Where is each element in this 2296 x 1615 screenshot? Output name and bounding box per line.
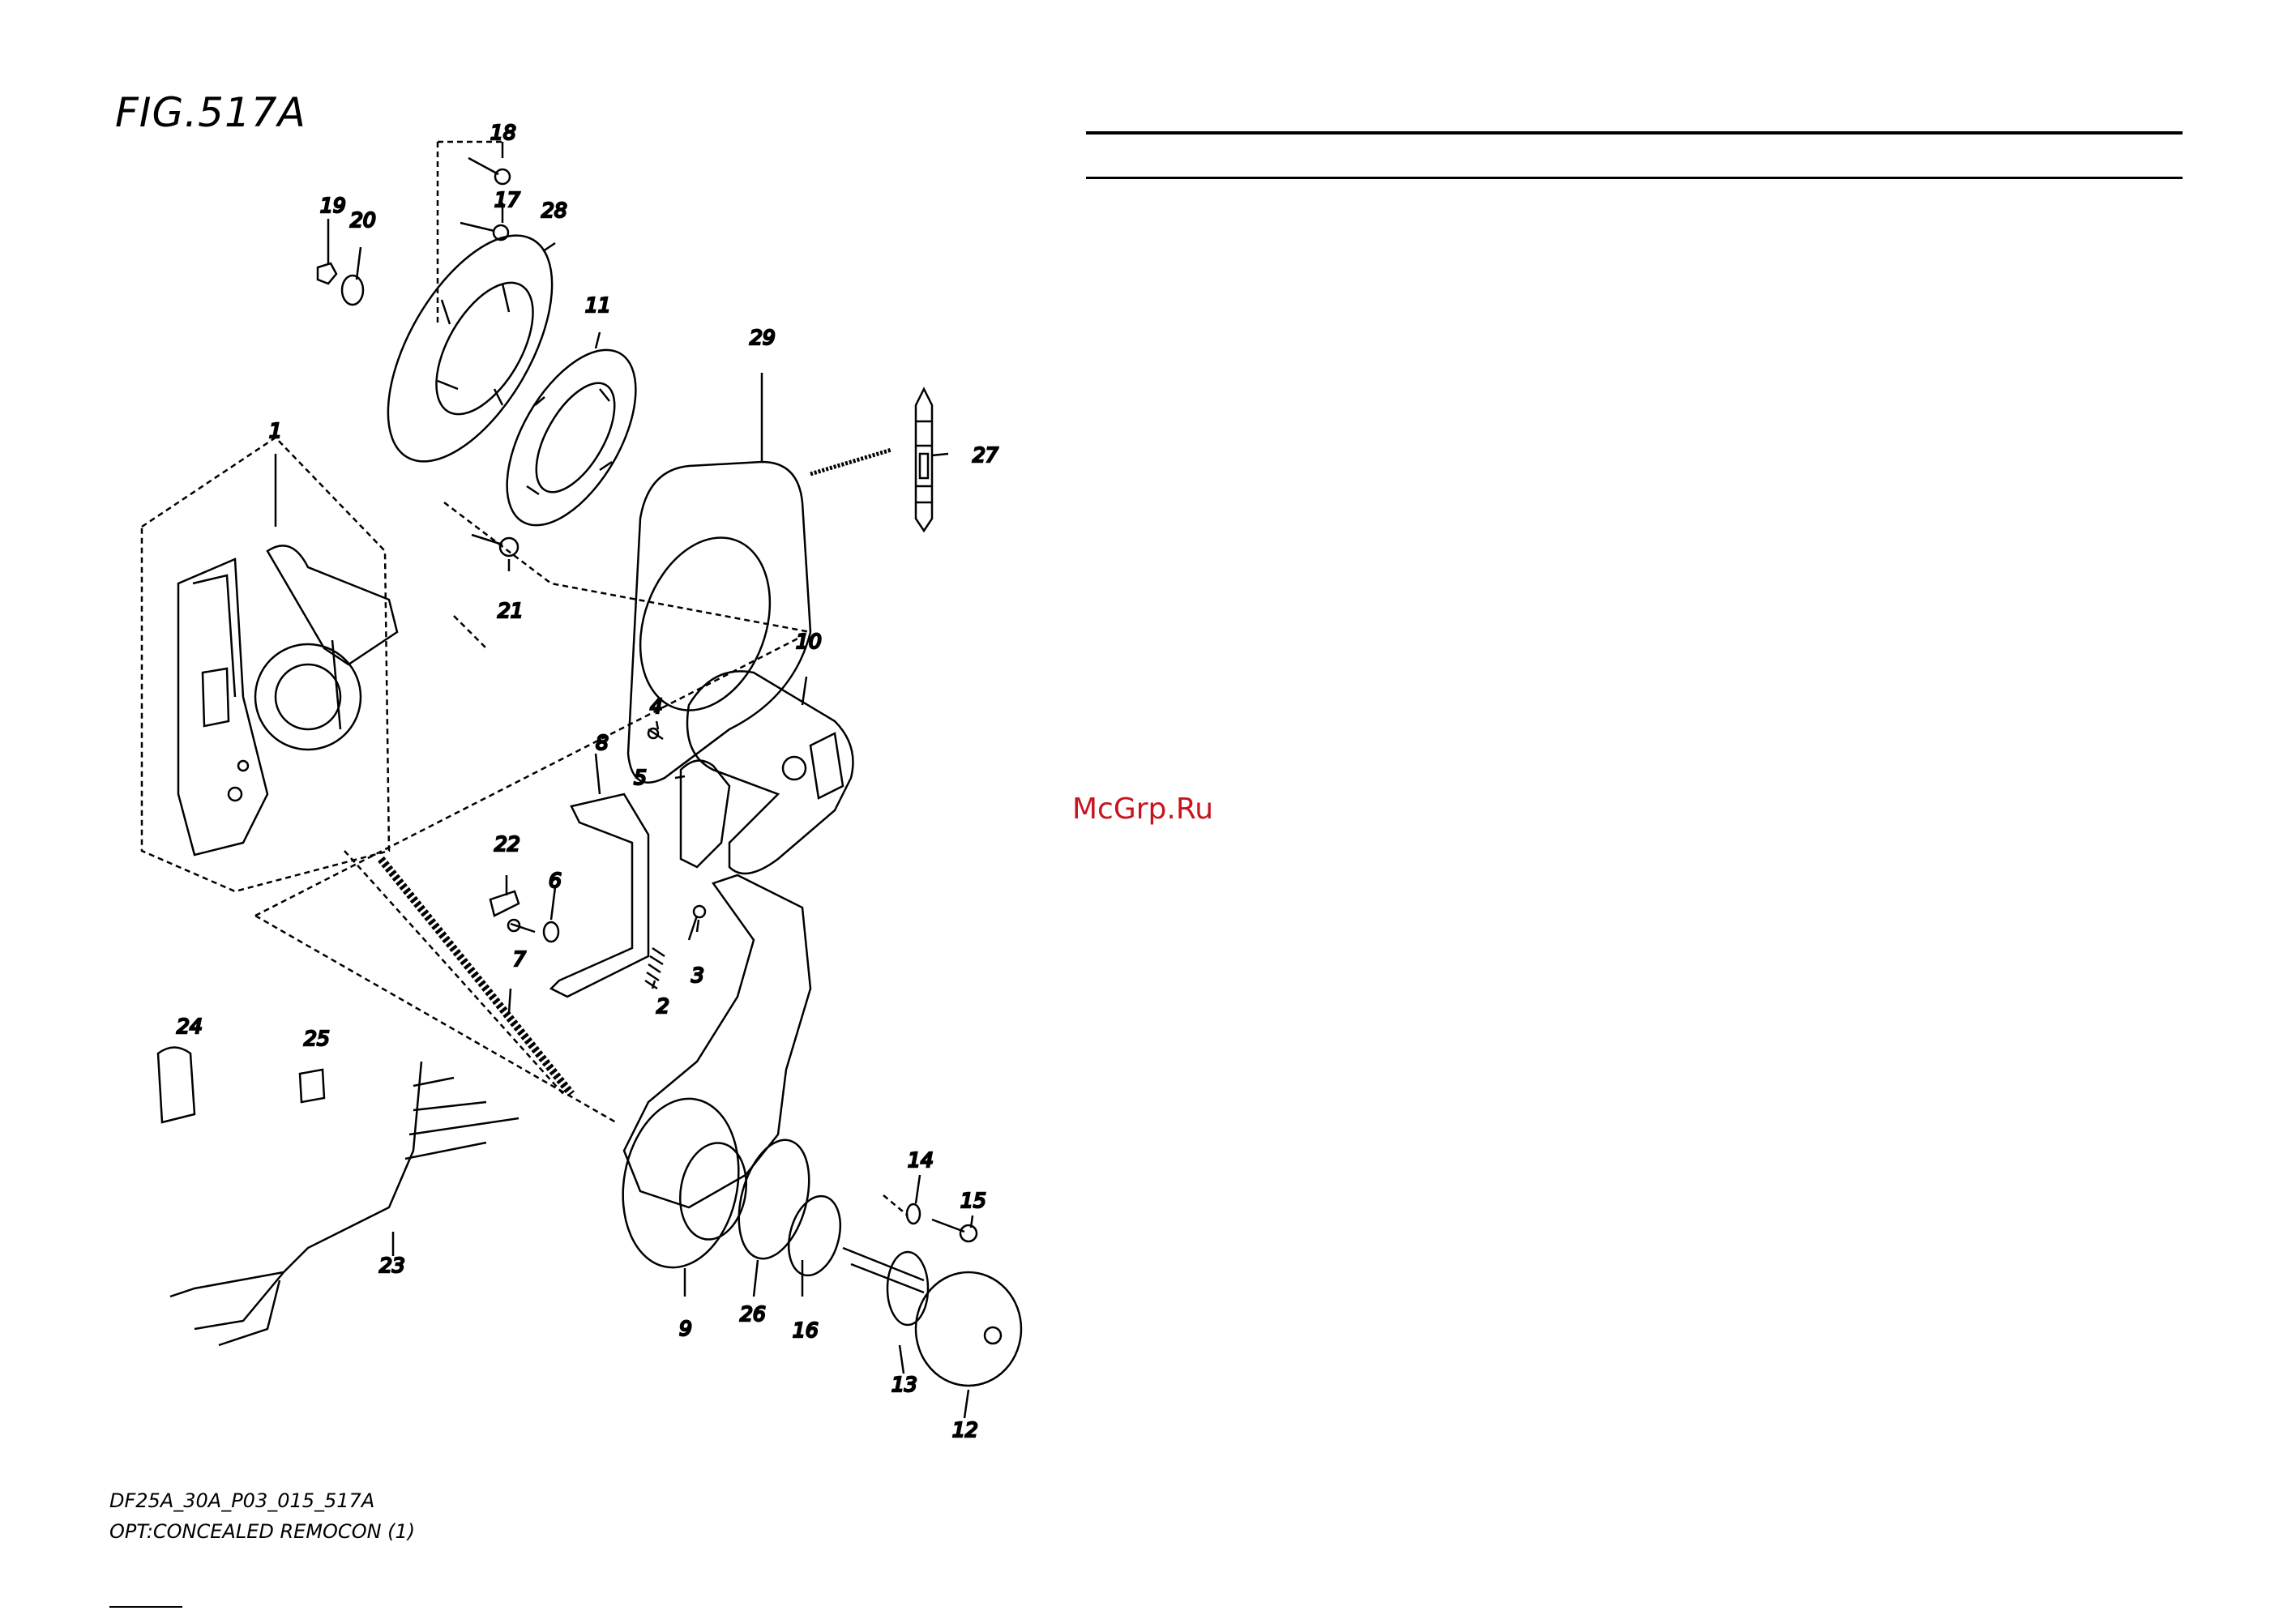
exploded-parts-diagram: 1 2 3 4 5 6 7 8 9 10 11 12 13 14 15 16 1… <box>0 81 1054 1580</box>
watermark: McGrp.Ru <box>1072 793 1213 826</box>
callout-23: 23 <box>379 1254 405 1277</box>
assembly-frame-plate <box>438 142 810 632</box>
callout-5: 5 <box>634 766 647 789</box>
callout-28: 28 <box>541 199 567 222</box>
part-23-wire-bundle <box>381 859 571 1094</box>
part-23-harness <box>170 1062 519 1345</box>
callout-4: 4 <box>650 694 663 718</box>
callout-22: 22 <box>494 832 520 856</box>
part-8-bracket <box>551 794 648 997</box>
callout-15: 15 <box>960 1189 986 1212</box>
header-rule-top <box>1086 131 2183 135</box>
part-28-plate <box>355 209 586 487</box>
callout-1: 1 <box>269 419 282 442</box>
part-29-cover <box>618 462 810 783</box>
callout-10: 10 <box>796 630 822 653</box>
part-7-screw <box>508 920 535 932</box>
part-6-washer <box>544 922 558 942</box>
part-4-screw <box>648 728 663 739</box>
callout-20: 20 <box>350 208 376 232</box>
callout-7: 7 <box>513 947 526 971</box>
part-5-stopper <box>681 761 729 867</box>
part-19-nut <box>318 263 336 284</box>
part-14-washer <box>907 1204 920 1224</box>
part-15-bolt <box>932 1220 977 1241</box>
header-rule-bottom <box>1086 177 2183 179</box>
part-21-screw <box>472 535 518 556</box>
part-20-washer <box>342 276 363 305</box>
part-3-screw <box>689 906 705 940</box>
callout-27: 27 <box>973 443 998 467</box>
part-25-connector <box>300 1070 324 1102</box>
part-26-washer <box>727 1132 821 1267</box>
callout-25: 25 <box>304 1027 330 1050</box>
part-22-clip <box>490 891 519 916</box>
callout-29: 29 <box>750 326 776 349</box>
callout-8: 8 <box>596 731 609 754</box>
callout-11: 11 <box>585 293 611 317</box>
callout-6: 6 <box>549 869 562 892</box>
callout-17: 17 <box>494 188 520 211</box>
part-1-remocon-body <box>178 545 397 855</box>
part-9-shift-lever <box>610 875 810 1277</box>
part-11-bezel <box>481 329 662 546</box>
callout-9: 9 <box>679 1317 692 1340</box>
callout-18: 18 <box>490 121 516 144</box>
leader-lines <box>276 142 973 1418</box>
part-18-screw <box>468 158 510 184</box>
callout-26: 26 <box>740 1302 766 1326</box>
part-24-terminal <box>158 1048 195 1123</box>
callout-12: 12 <box>952 1418 978 1442</box>
callout-24: 24 <box>177 1015 203 1038</box>
part-27-label <box>810 389 932 531</box>
part-13-shaft <box>843 1248 928 1325</box>
callout-14: 14 <box>908 1148 934 1172</box>
callout-13: 13 <box>891 1373 917 1396</box>
part-16-plate <box>780 1190 849 1281</box>
part-12-knob <box>916 1272 1021 1386</box>
callout-19: 19 <box>320 194 346 217</box>
callout-3: 3 <box>691 963 704 987</box>
callout-2: 2 <box>656 994 669 1018</box>
footer-rule <box>109 1606 182 1608</box>
callout-16: 16 <box>793 1318 819 1342</box>
callout-21: 21 <box>498 599 524 622</box>
